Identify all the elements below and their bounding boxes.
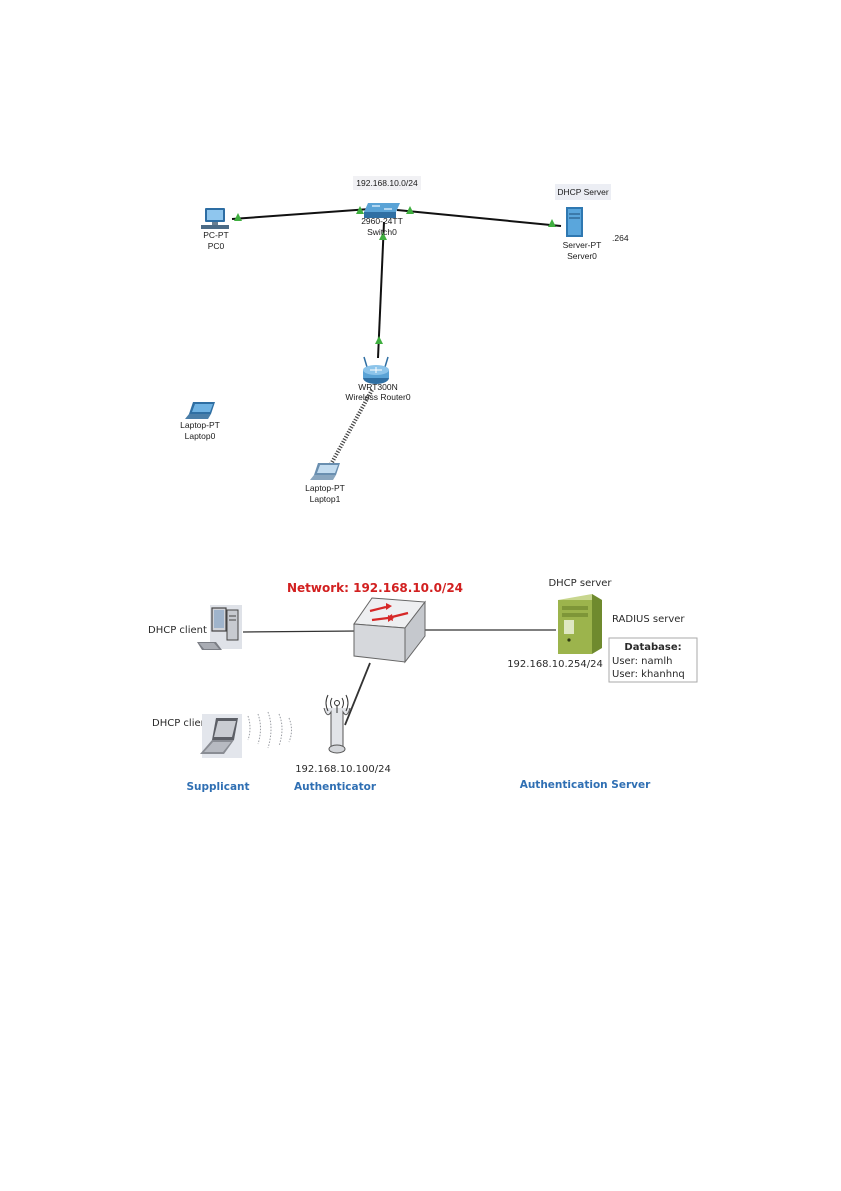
server-name-label: Server0 [567, 251, 597, 261]
switch-icon[interactable] [364, 203, 400, 218]
link-ap-switch-diagram [344, 662, 371, 726]
laptop0-name-label: Laptop0 [185, 431, 216, 441]
network-switch-icon[interactable] [353, 597, 426, 664]
role-authentication-server: Authentication Server [520, 779, 651, 791]
router-name-label: Wireless Router0 [345, 392, 410, 402]
link-up-triangle [379, 232, 387, 240]
network-label: Network: 192.168.10.0/24 [287, 581, 463, 595]
router-type-label: WRT300N [358, 382, 398, 392]
link-up-triangle [375, 336, 383, 344]
radius-server-label: RADIUS server [612, 614, 685, 625]
switch-name-label: Switch0 [367, 227, 397, 237]
pt-dhcp-server-label-box [555, 184, 611, 200]
server-icon[interactable] [566, 207, 583, 237]
server-tower-icon[interactable] [558, 594, 602, 654]
pt-network-label: 192.168.10.0/24 [356, 178, 418, 188]
link-up-triangle [356, 206, 364, 214]
database-user-1: User: namlh [612, 656, 673, 667]
laptop1-icon[interactable] [310, 463, 340, 480]
pc-name-label: PC0 [208, 241, 225, 251]
laptop-icon[interactable] [200, 714, 242, 758]
pt-dhcp-server-label: DHCP Server [557, 187, 608, 197]
pt-network-label-box [353, 176, 421, 190]
dhcp-server-label: DHCP server [548, 578, 612, 589]
link-switch-router [377, 221, 385, 359]
role-supplicant: Supplicant [186, 781, 249, 793]
server-type-label: Server-PT [563, 240, 602, 250]
dhcp-client-pc-label: DHCP client [148, 625, 207, 636]
link-up-triangle [406, 206, 414, 214]
desktop-computer-icon[interactable] [197, 605, 242, 650]
laptop1-type-label: Laptop-PT [305, 483, 345, 493]
server-ip-suffix: .264 [612, 233, 629, 243]
dot1x-topology: Network: 192.168.10.0/24 DHCP client DHC… [148, 578, 698, 793]
access-point-icon[interactable] [323, 694, 351, 754]
wireless-link-router-laptop1 [328, 389, 374, 467]
role-authenticator: Authenticator [294, 781, 377, 793]
database-title: Database: [624, 642, 681, 653]
link-pc-switch-diagram [242, 630, 359, 633]
dhcp-client-laptop-label: DHCP client [152, 718, 211, 729]
database-user-2: User: khanhnq [612, 669, 685, 680]
server-ip-label: 192.168.10.254/24 [507, 659, 603, 670]
switch-type-label: 2960-24TT [361, 216, 403, 226]
link-up-triangle [234, 213, 242, 221]
laptop0-icon[interactable] [185, 402, 215, 419]
pc-icon[interactable] [201, 208, 229, 229]
pc-type-label: PC-PT [203, 230, 229, 240]
wireless-router-icon[interactable] [363, 356, 389, 384]
link-up-triangle [548, 219, 556, 227]
link-pc-switch [231, 208, 371, 220]
laptop1-name-label: Laptop1 [310, 494, 341, 504]
link-switch-server [396, 209, 562, 227]
laptop0-type-label: Laptop-PT [180, 420, 220, 430]
wireless-signal-waves [247, 711, 292, 749]
ap-ip-label: 192.168.10.100/24 [295, 764, 391, 775]
packet-tracer-topology: 192.168.10.0/24 DHCP Server PC-PT PC0 29… [180, 176, 629, 504]
database-box: Database: User: namlh User: khanhnq [608, 637, 698, 683]
